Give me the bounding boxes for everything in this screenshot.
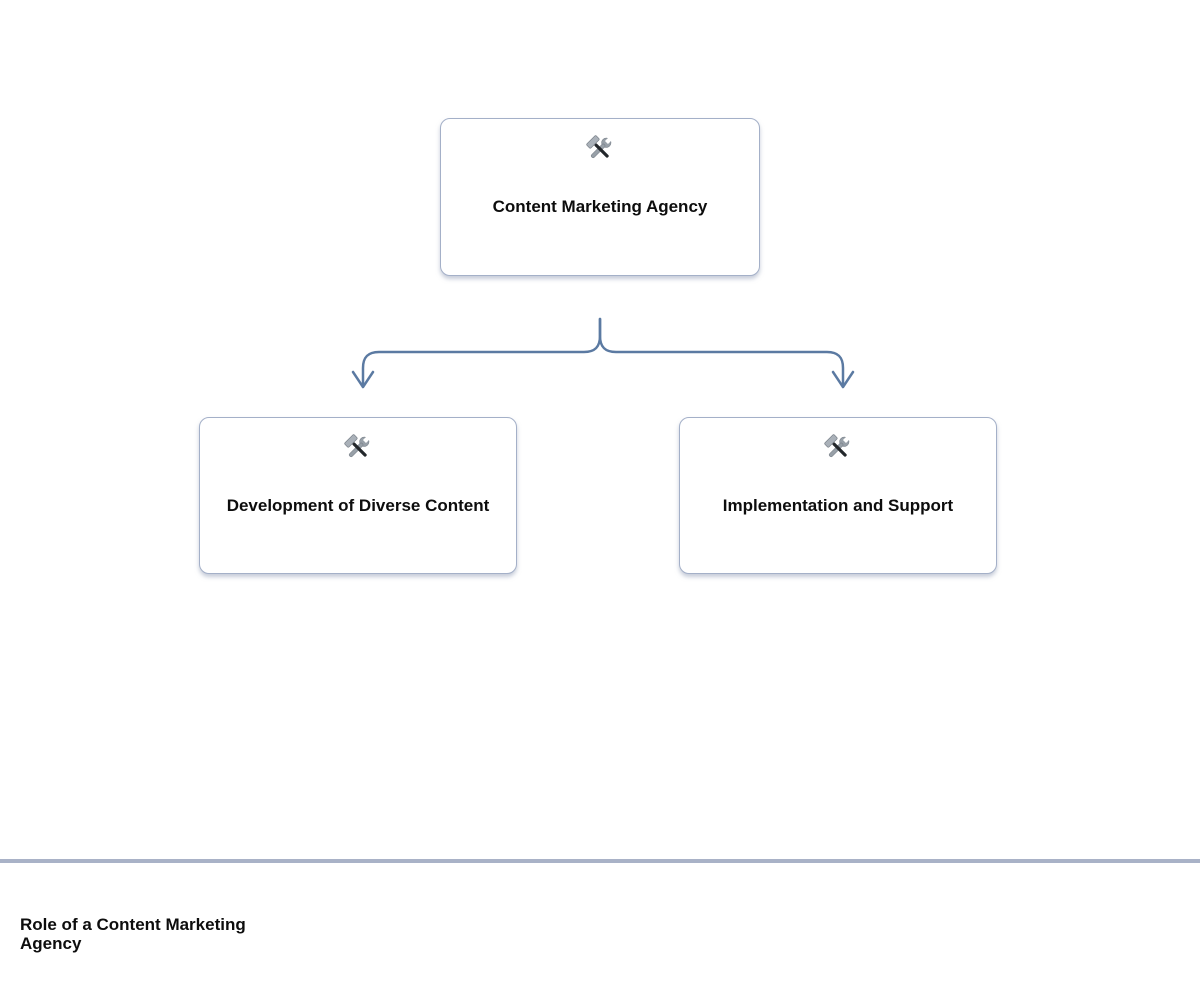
node-implementation-and-support[interactable]: Implementation and Support <box>679 417 997 574</box>
connector-right-arrowhead <box>831 370 855 389</box>
hammer-and-wrench-icon <box>344 434 372 458</box>
node-content-marketing-agency[interactable]: Content Marketing Agency <box>440 118 760 276</box>
footer-divider <box>0 859 1200 863</box>
connector-left-arrowhead <box>351 370 375 389</box>
node-development-of-diverse-content[interactable]: Development of Diverse Content <box>199 417 517 574</box>
diagram-title: Role of a Content Marketing Agency <box>20 915 246 953</box>
hammer-and-wrench-icon <box>586 135 614 159</box>
node-label: Development of Diverse Content <box>226 496 490 515</box>
hammer-and-wrench-icon <box>824 434 852 458</box>
connector-right <box>598 317 845 387</box>
node-label: Content Marketing Agency <box>492 197 708 216</box>
connector-left <box>361 317 602 387</box>
node-label: Implementation and Support <box>722 496 954 515</box>
